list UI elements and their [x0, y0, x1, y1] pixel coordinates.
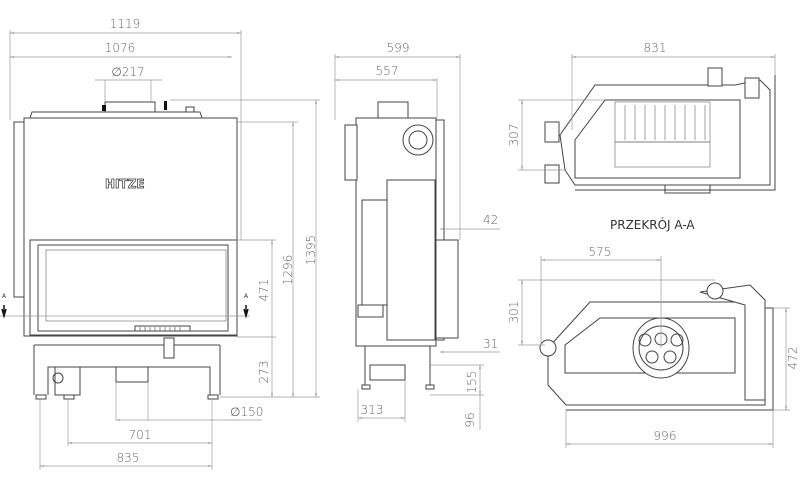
section-dimensions: 831 307 PRZEKRÓJ A-A: [507, 41, 776, 232]
dim-flue-depth: 301: [507, 301, 521, 324]
front-view: HITZE A A: [0, 101, 250, 400]
dim-inlet-depth: 313: [361, 403, 384, 417]
flue-collar: [104, 101, 156, 113]
section-arrow-right: [243, 305, 249, 319]
top-dimensions: 575 301 472 996: [507, 245, 800, 448]
dim-overall-depth: 599: [387, 41, 410, 55]
section-view: [544, 67, 776, 194]
front-dimensions: 1119 1076 ∅217 1296 1395 471 273 ∅150 70…: [9, 17, 320, 470]
dim-overall-width: 1119: [110, 17, 141, 31]
dim-flue-diameter: ∅217: [111, 65, 144, 79]
dim-inlet-height: 155: [465, 371, 479, 394]
fan-icon: [402, 124, 434, 156]
dim-section-depth: 307: [507, 124, 521, 147]
dim-overall-height: 1395: [304, 235, 318, 266]
glass-panel: [45, 249, 227, 322]
top-flue-left: [539, 339, 557, 357]
dim-base-height: 273: [257, 361, 271, 384]
top-flue-right: [706, 282, 724, 300]
base-frame: [33, 344, 221, 396]
dim-inlet-center: 96: [463, 412, 477, 427]
section-title: PRZEKRÓJ A-A: [610, 217, 695, 232]
dim-body-depth: 557: [376, 64, 399, 78]
top-view: [539, 282, 774, 411]
dim-inlet-diameter: ∅150: [230, 405, 263, 419]
dim-glass-height: 471: [257, 279, 271, 302]
section-marker-left: A: [2, 293, 7, 300]
dim-frame-offset: 42: [483, 213, 498, 227]
dim-inner-leg-spacing: 701: [129, 428, 152, 442]
side-view: [344, 101, 459, 390]
side-flue: [377, 101, 409, 119]
side-dimensions: 599 557 42 31 155 96 313: [334, 41, 500, 430]
dim-top-width: 996: [654, 429, 677, 443]
dim-body-height: 1296: [281, 255, 295, 286]
dim-bottom-offset: 31: [483, 337, 498, 351]
dim-outer-leg-spacing: 835: [117, 451, 140, 465]
section-marker-right: A: [244, 293, 249, 300]
dim-body-width: 1076: [105, 41, 136, 55]
hitze-logo: HITZE: [105, 177, 145, 191]
dim-flue-offset: 575: [589, 245, 612, 259]
door-frame: [29, 239, 238, 336]
dim-top-depth: 472: [786, 347, 800, 370]
dim-section-width: 831: [644, 41, 667, 55]
section-arrow-left: [1, 305, 7, 319]
